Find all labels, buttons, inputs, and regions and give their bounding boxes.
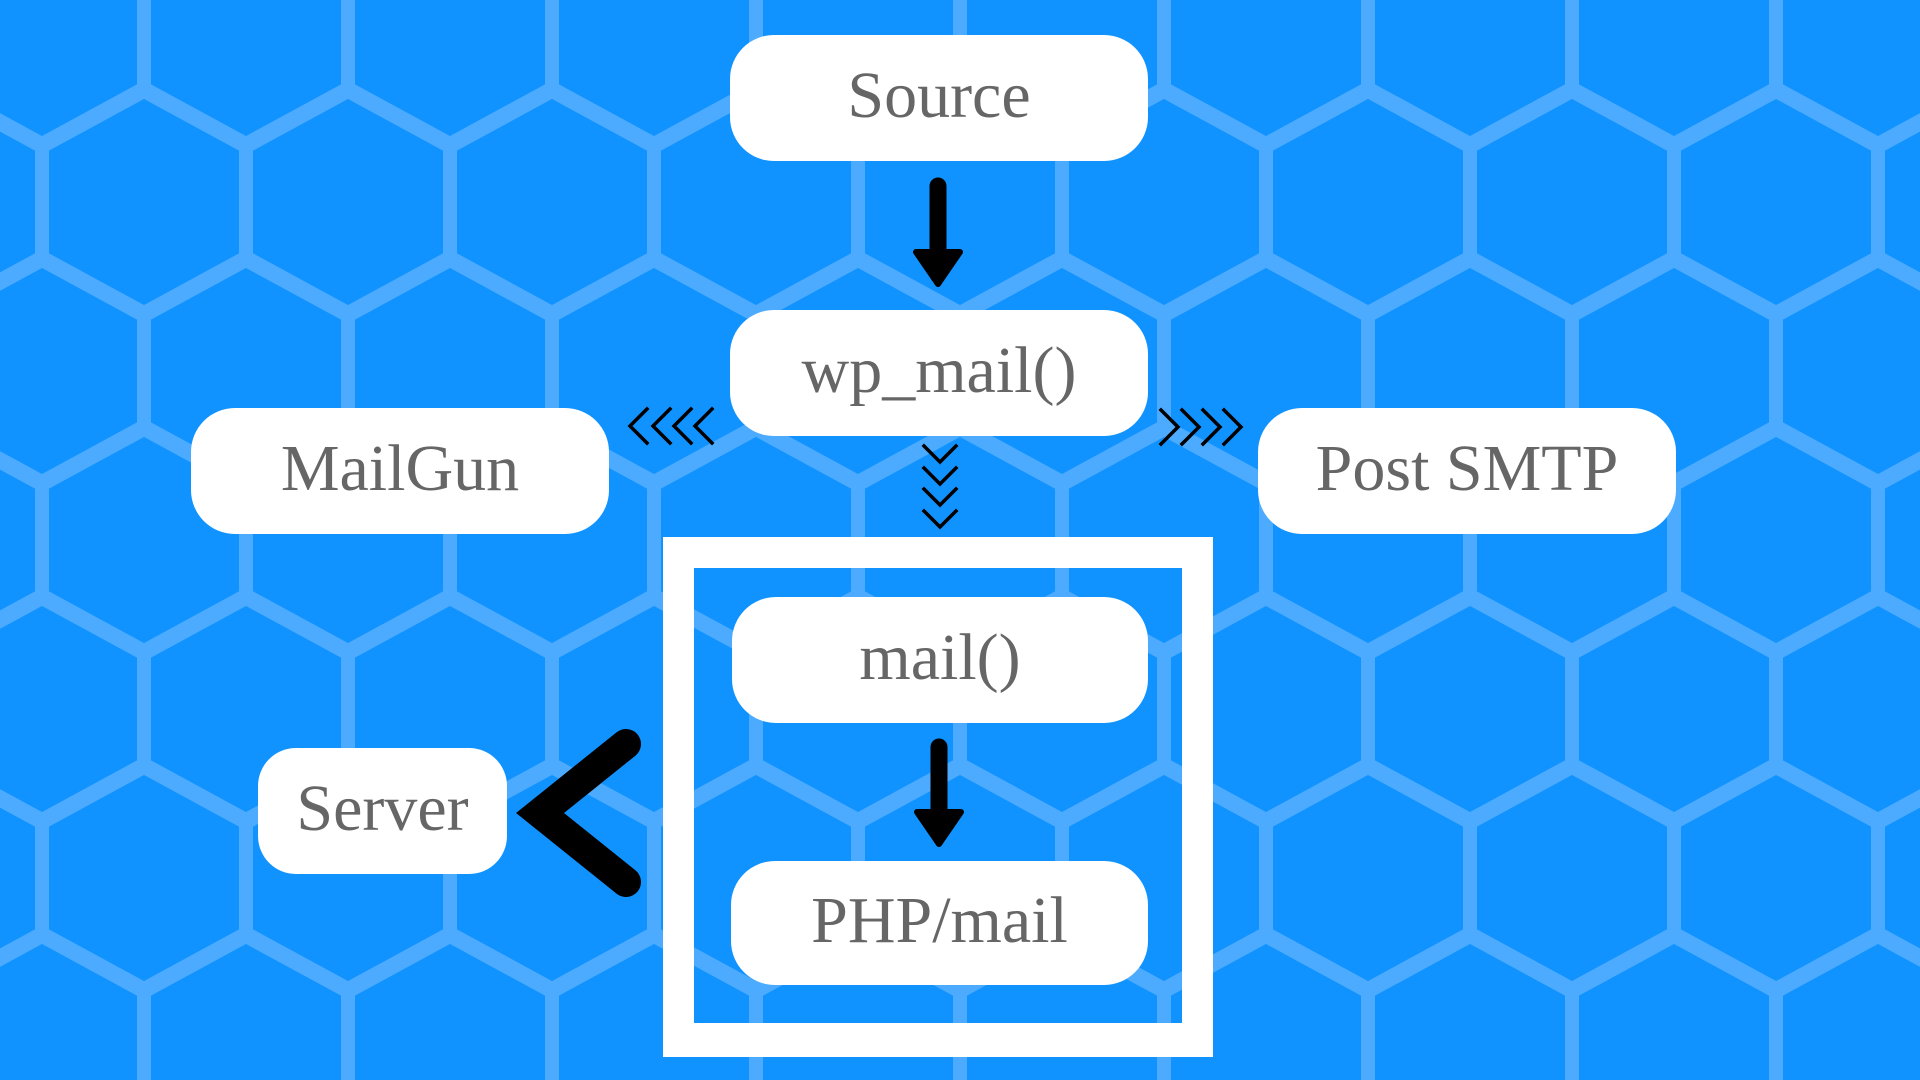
hexagon-cell: [1871, 453, 1920, 627]
post-smtp-label: Post SMTP: [1315, 432, 1619, 505]
hexagon-cell: [1871, 115, 1920, 289]
wp-mail-node: wp_mail(): [730, 310, 1148, 436]
mail-function-node: mail(): [732, 597, 1148, 723]
server-label: Server: [296, 772, 469, 845]
post-smtp-node: Post SMTP: [1258, 408, 1676, 534]
php-mail-group-frame: [663, 537, 1213, 1057]
hexagon-cell: [1871, 791, 1920, 965]
hexagon-cell: [1769, 928, 1920, 1080]
mail-function-label: mail(): [859, 621, 1021, 694]
source-node: Source: [730, 35, 1148, 161]
php-mail-node: PHP/mail: [731, 861, 1148, 985]
mailgun-label: MailGun: [280, 432, 520, 505]
wp-mail-label: wp_mail(): [801, 334, 1077, 407]
server-node: Server: [258, 748, 507, 874]
php-mail-label: PHP/mail: [811, 884, 1068, 957]
mailgun-node: MailGun: [191, 408, 609, 534]
source-label: Source: [847, 59, 1031, 132]
